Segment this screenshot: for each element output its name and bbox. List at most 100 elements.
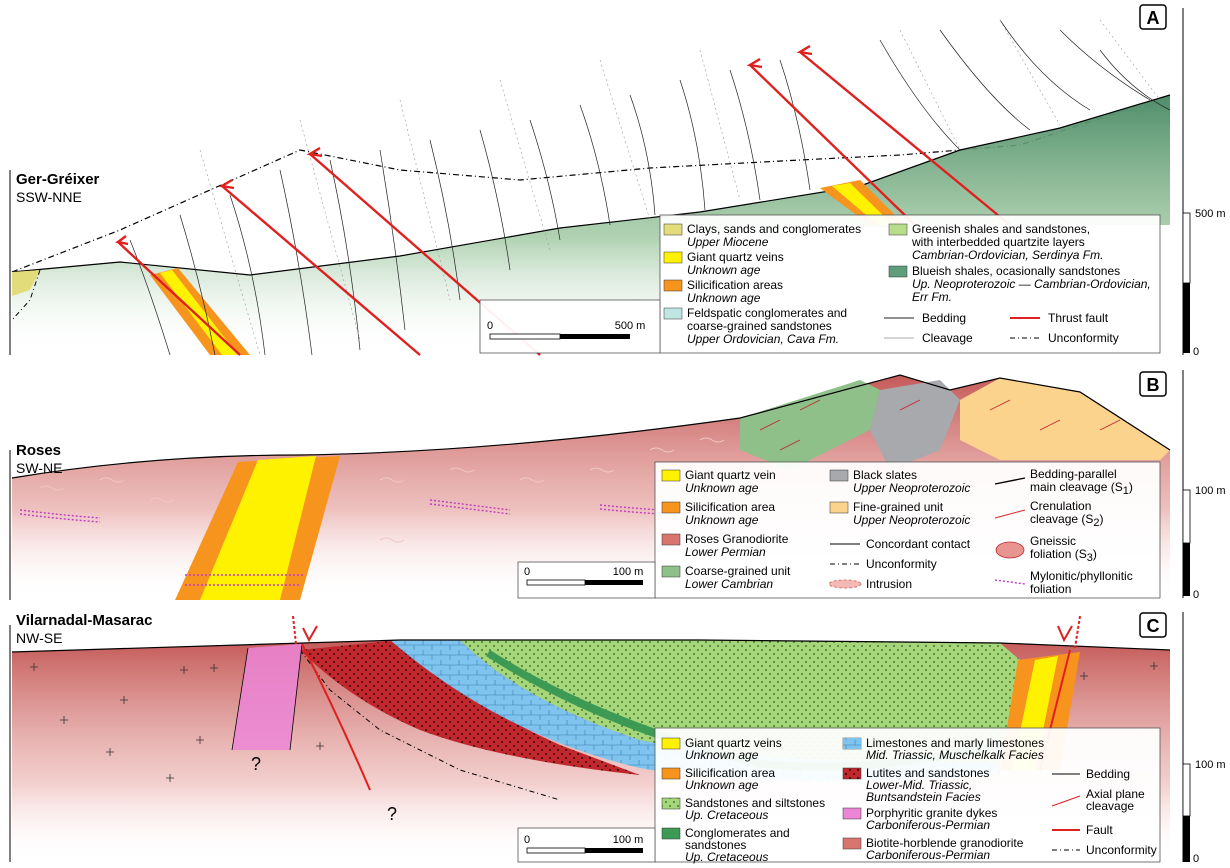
- legend-thrust: Thrust fault: [1048, 311, 1109, 325]
- legend-bedding: Bedding: [922, 311, 966, 325]
- panel-a-direction: SSW-NNE: [16, 189, 82, 205]
- legend-label: Greenish shales and sandstones,: [912, 222, 1090, 236]
- legend-age: Upper Neoproterozoic: [853, 513, 970, 527]
- legend-cleavage: Cleavage: [922, 331, 973, 345]
- legend-crenulation: Crenulation: [1030, 499, 1091, 513]
- panel-a-title: Ger-Gréixer: [16, 171, 100, 188]
- legend-age: Unknown age: [685, 481, 759, 495]
- legend-swatch: [662, 534, 680, 545]
- legend-swatch: [830, 502, 848, 513]
- panel-b-fine-unit: [960, 378, 1170, 460]
- vscale-top: 500 m: [1195, 208, 1226, 220]
- legend-swatch: [830, 470, 848, 481]
- legend-swatch: [662, 828, 680, 839]
- legend-label: Roses Granodiorite: [685, 532, 789, 546]
- legend-label: Blueish shales, ocasionally sandstones: [912, 264, 1120, 278]
- legend-gneissic: Gneissic: [1030, 534, 1076, 548]
- legend-label: Silicification areas: [687, 278, 783, 292]
- panel-b: B Roses SW-NE Giant quartz vein Unknown …: [10, 370, 1226, 601]
- scalebar-end: 100 m: [613, 566, 644, 578]
- legend-swatch: [843, 768, 861, 779]
- legend-unconformity: Unconformity: [866, 557, 937, 571]
- scalebar-start: 0: [524, 566, 530, 578]
- legend-label: Silicification area: [685, 500, 775, 514]
- legend-label-2: with interbedded quartzite layers: [911, 235, 1085, 249]
- scalebar-start: 0: [524, 834, 530, 846]
- legend-unconformity: Unconformity: [1048, 331, 1119, 345]
- legend-age: Up. Neoproterozoic — Cambrian-Ordovician…: [912, 277, 1151, 291]
- legend-age: Upper Ordovician, Cava Fm.: [687, 332, 839, 346]
- vscale-top: 100 m: [1195, 485, 1226, 497]
- legend-swatch: [889, 224, 907, 235]
- legend-concordant: Concordant contact: [866, 537, 971, 551]
- scalebar-end: 500 m: [615, 320, 646, 332]
- legend-swatch: [662, 470, 680, 481]
- legend-label: Feldspatic conglomerates and: [687, 306, 847, 320]
- panel-b-title: Roses: [16, 442, 61, 459]
- legend-swatch: [662, 768, 680, 779]
- legend-age: Upper Miocene: [687, 235, 769, 249]
- legend-swatch: [664, 280, 682, 291]
- panel-a-letter: A: [1147, 8, 1160, 28]
- vscale-bottom: 0: [1193, 346, 1199, 358]
- legend-label: Giant quartz veins: [687, 250, 784, 264]
- legend-label: Black slates: [853, 468, 917, 482]
- legend-label-2: coarse-grained sandstones: [687, 319, 832, 333]
- scalebar-end: 100 m: [613, 834, 644, 846]
- intrusion-symbol: [829, 580, 861, 588]
- vscale-bottom: 0: [1193, 853, 1199, 865]
- legend-fault: Fault: [1086, 823, 1113, 837]
- legend-age: Unknown age: [687, 291, 761, 305]
- legend-age: Unknown age: [685, 748, 759, 762]
- legend-bedding-main: Bedding-parallel: [1030, 467, 1117, 481]
- legend-unconformity: Unconformity: [1086, 843, 1157, 857]
- panel-c: ? ? C Vilarnadal-Masarac NW-SE Giant qua…: [10, 612, 1226, 865]
- legend-age-2: Buntsandstein Facies: [866, 790, 981, 804]
- vscale-top: 100 m: [1195, 759, 1226, 771]
- legend-age: Unknown age: [687, 263, 761, 277]
- panel-c-vscale: 100 m 0: [1183, 612, 1226, 865]
- legend-age: Unknown age: [685, 513, 759, 527]
- legend-age: Upper Neoproterozoic: [853, 481, 970, 495]
- legend-age: Carboniferous-Permian: [866, 848, 990, 862]
- panel-b-letter: B: [1147, 375, 1160, 395]
- legend-age: Up. Cretaceous: [685, 850, 768, 864]
- legend-age: Cambrian-Ordovician, Serdinya Fm.: [912, 248, 1103, 262]
- legend-age: Unknown age: [685, 778, 759, 792]
- legend-swatch: [662, 566, 680, 577]
- panel-a-vscale: 500 m 0: [1183, 8, 1226, 358]
- legend-label: Giant quartz vein: [685, 468, 776, 482]
- legend-intrusion: Intrusion: [866, 577, 912, 591]
- gneissic-symbol: [996, 542, 1024, 558]
- legend-swatch: [662, 738, 680, 749]
- question-mark: ?: [251, 754, 261, 774]
- legend-swatch: [664, 224, 682, 235]
- legend-age: Lower Cambrian: [685, 577, 773, 591]
- panel-c-direction: NW-SE: [16, 630, 62, 646]
- scalebar-start: 0: [487, 320, 493, 332]
- legend-age: Up. Cretaceous: [685, 808, 768, 822]
- legend-swatch: [662, 502, 680, 513]
- legend-label: Clays, sands and conglomerates: [687, 222, 861, 236]
- vscale-bottom: 0: [1193, 589, 1199, 601]
- legend-swatch: [843, 808, 861, 819]
- legend-age: Carboniferous-Permian: [866, 818, 990, 832]
- legend-mylonitic-2: foliation: [1030, 582, 1071, 596]
- legend-age-2: Err Fm.: [912, 290, 952, 304]
- panel-c-title: Vilarnadal-Masarac: [16, 612, 152, 629]
- legend-swatch: [889, 266, 907, 277]
- legend-axial-2: cleavage: [1086, 799, 1134, 813]
- legend-age: Mid. Triassic, Muschelkalk Facies: [866, 748, 1044, 762]
- legend-mylonitic: Mylonitic/phyllonitic: [1030, 569, 1133, 583]
- legend-label: Fine-grained unit: [853, 500, 944, 514]
- panel-a: A Ger-Gréixer SSW-NNE Clays, sands and c…: [10, 5, 1226, 358]
- panel-c-letter: C: [1147, 616, 1160, 636]
- legend-swatch: [843, 838, 861, 849]
- legend-age: Lower Permian: [685, 545, 766, 559]
- legend-label: Coarse-grained unit: [685, 564, 791, 578]
- legend-bedding: Bedding: [1086, 767, 1130, 781]
- panel-b-direction: SW-NE: [16, 460, 62, 476]
- legend-swatch: [664, 252, 682, 263]
- question-mark: ?: [387, 804, 397, 824]
